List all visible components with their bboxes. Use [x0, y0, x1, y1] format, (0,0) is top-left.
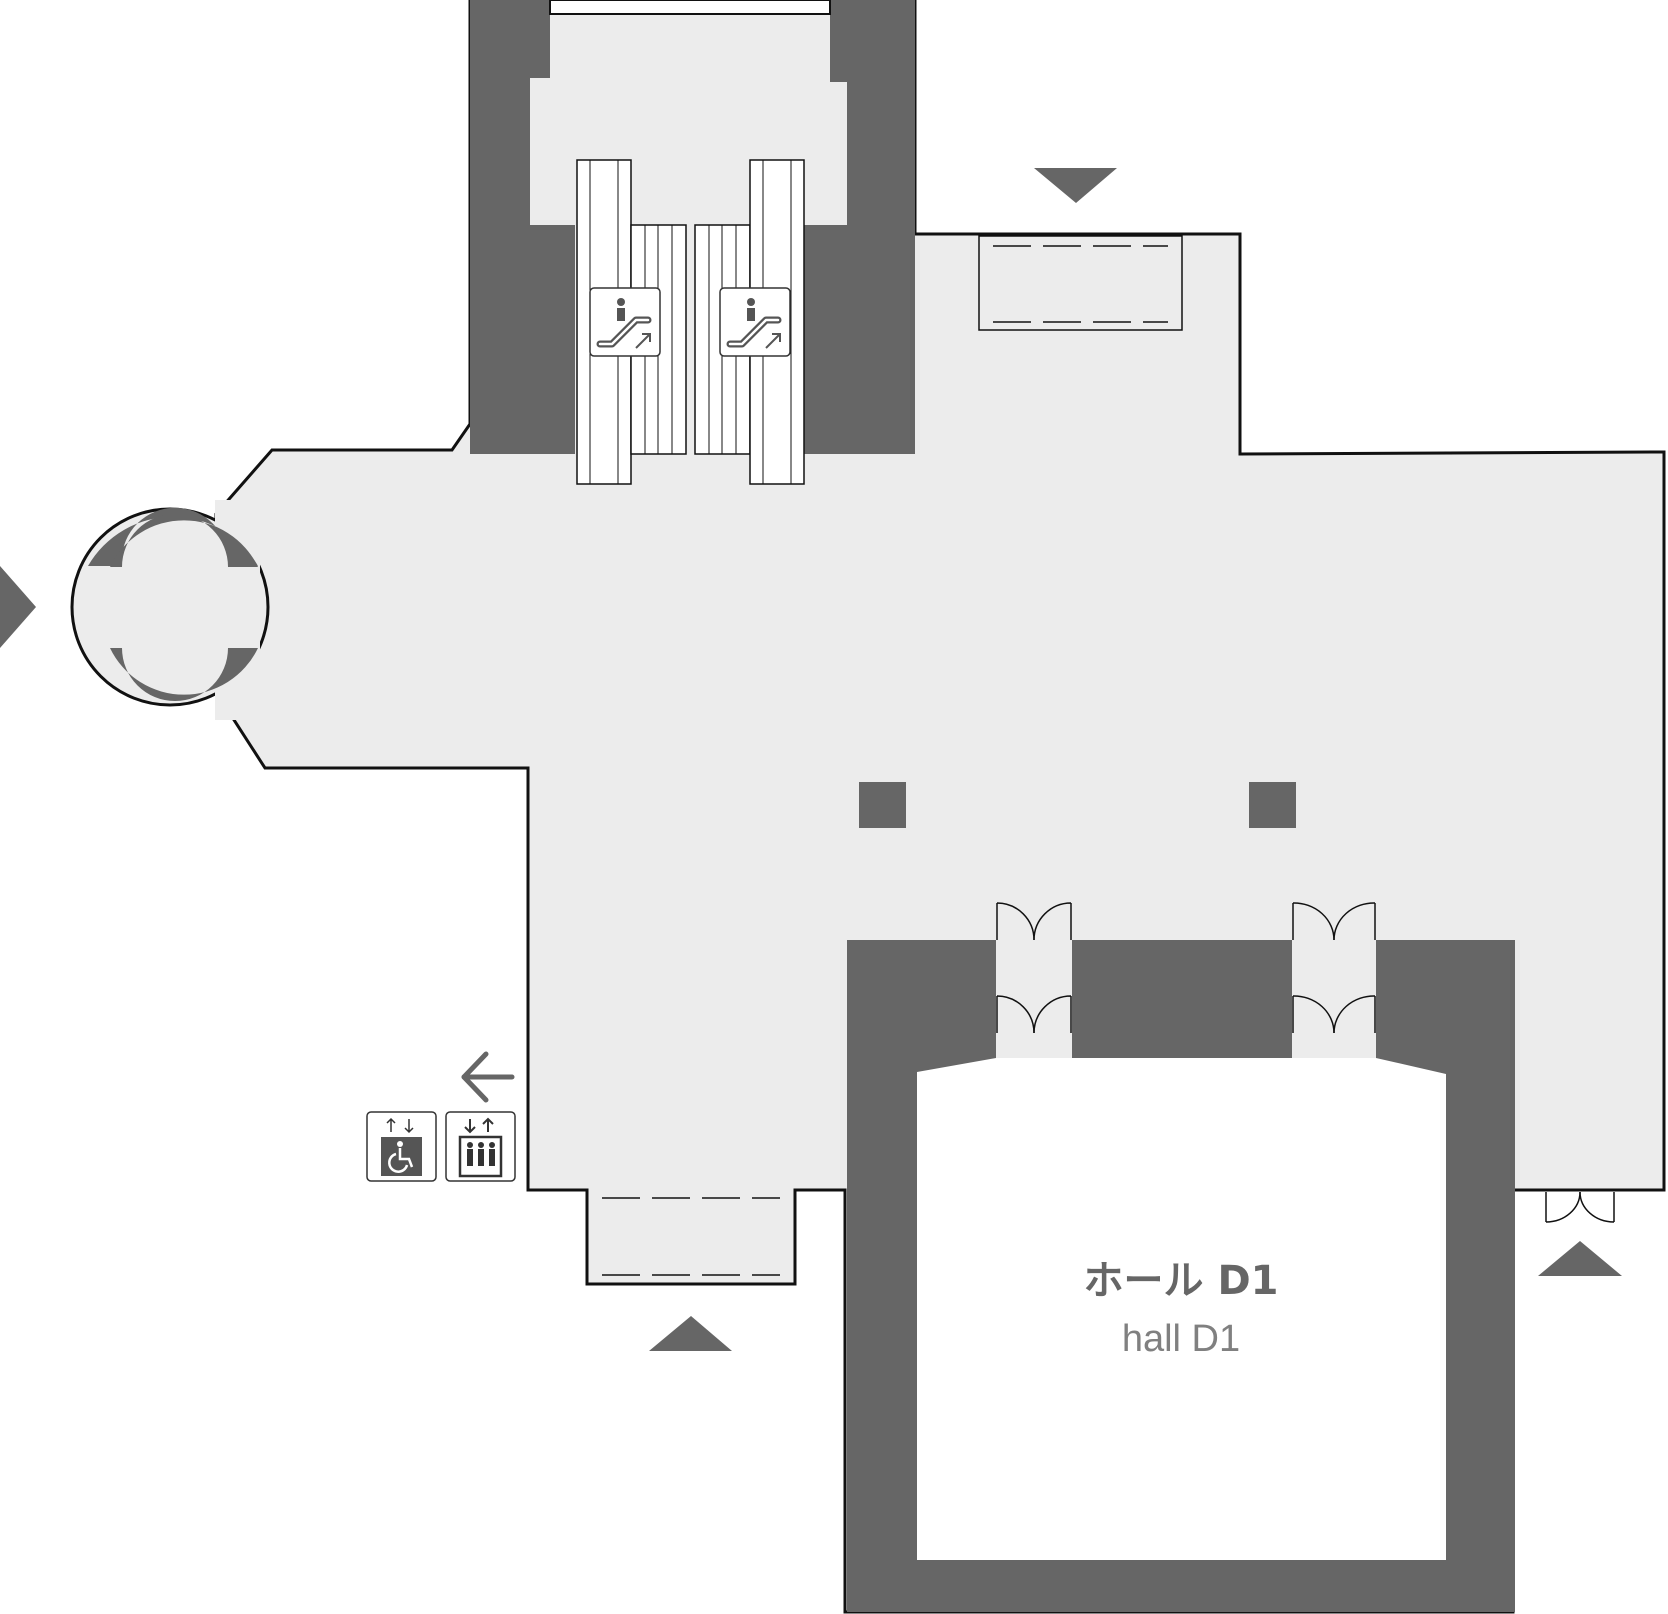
- double-door[interactable]: [1545, 1191, 1615, 1223]
- hall-name-en: hall D1: [1122, 1318, 1240, 1360]
- triangle-up-icon: [1538, 1241, 1622, 1276]
- accessible-elevator-icon[interactable]: [366, 1111, 437, 1182]
- hall-d1-room: [917, 1058, 1446, 1560]
- double-door[interactable]: [996, 902, 1072, 1034]
- escalator-up-icon: [589, 287, 661, 357]
- entrance-vestibule-top[interactable]: [978, 235, 1183, 331]
- pillar: [859, 782, 906, 828]
- escalator-up-icon: [719, 287, 791, 357]
- pillar: [1249, 782, 1296, 828]
- escalator-shaft-wall: [470, 0, 575, 454]
- triangle-right-icon: [0, 566, 36, 648]
- entrance-vestibule-bottom[interactable]: [602, 1197, 780, 1276]
- elevator-icon[interactable]: [445, 1111, 516, 1182]
- double-door[interactable]: [1292, 902, 1376, 1034]
- escalator-shaft-top: [549, 0, 831, 15]
- round-entrance[interactable]: [70, 500, 270, 720]
- escalator-shaft-wall: [803, 0, 915, 454]
- hall-door-passage[interactable]: [1292, 940, 1376, 1058]
- triangle-up-icon: [649, 1316, 732, 1351]
- arrow-left-icon: [461, 1051, 515, 1103]
- hall-door-passage[interactable]: [996, 940, 1072, 1058]
- triangle-down-icon: [1034, 168, 1117, 203]
- hall-name-ja: ホール D1: [1084, 1258, 1279, 1304]
